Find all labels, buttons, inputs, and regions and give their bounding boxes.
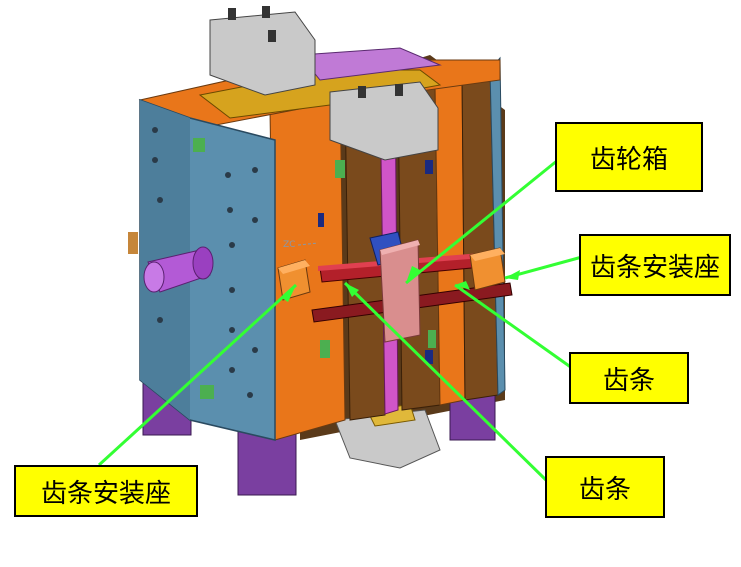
callout-rack-mount-right-text: 齿条安装座 [589,252,720,283]
callout-rack-mount-left-text: 齿条安装座 [40,478,171,509]
gearbox-body [379,239,421,343]
bolt [358,86,366,98]
callout-gearbox-text: 齿轮箱 [589,144,668,175]
leader-gearbox [405,158,559,285]
top-gray-block-rear [209,11,316,96]
side-lug [128,232,138,254]
leader-rack-mount-left [97,283,298,467]
leader-rack-bottom [343,281,550,484]
leader-lines [97,158,583,484]
callout-rack-mount-right: 齿条安装座 [579,234,731,296]
callout-gearbox: 齿轮箱 [555,122,703,192]
top-gray-block-front [329,81,439,161]
bolt [228,8,236,20]
bolt [395,84,403,96]
callout-rack-bottom-text: 齿条 [578,474,631,505]
green-tab [200,385,214,399]
callout-rack-right-text: 齿条 [602,365,655,396]
axis-marker: ZC [283,240,295,250]
callout-rack-bottom: 齿条 [545,456,665,518]
leader-rack-right [454,283,573,370]
bolt [262,6,270,18]
leader-arrowheads [282,266,520,302]
callout-rack-mount-left: 齿条安装座 [14,465,198,517]
bolt [268,30,276,42]
green-tab [193,138,205,152]
callout-rack-right: 齿条 [569,352,689,404]
